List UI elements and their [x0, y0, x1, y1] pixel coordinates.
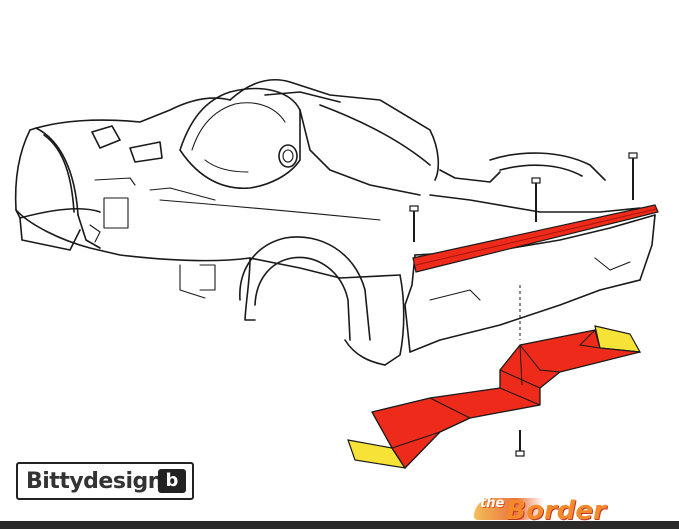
screw-3 [628, 152, 638, 200]
bottom-band [0, 521, 679, 529]
logo-mark-icon: b [158, 469, 186, 493]
watermark-prefix: the [480, 496, 505, 511]
screw-1 [409, 205, 419, 242]
flame-icon [474, 498, 544, 520]
rear-spoiler-strip [412, 204, 659, 273]
logo-text: Bittydesign [26, 468, 163, 494]
rear-diffuser-part [347, 325, 642, 469]
bittydesign-logo: Bittydesign b [16, 462, 194, 500]
screw-2 [531, 177, 541, 222]
screw-4 [515, 430, 525, 457]
the-border-watermark: theBorder [480, 496, 676, 526]
mounting-screws [409, 152, 638, 457]
car-body-outline [14, 78, 656, 366]
